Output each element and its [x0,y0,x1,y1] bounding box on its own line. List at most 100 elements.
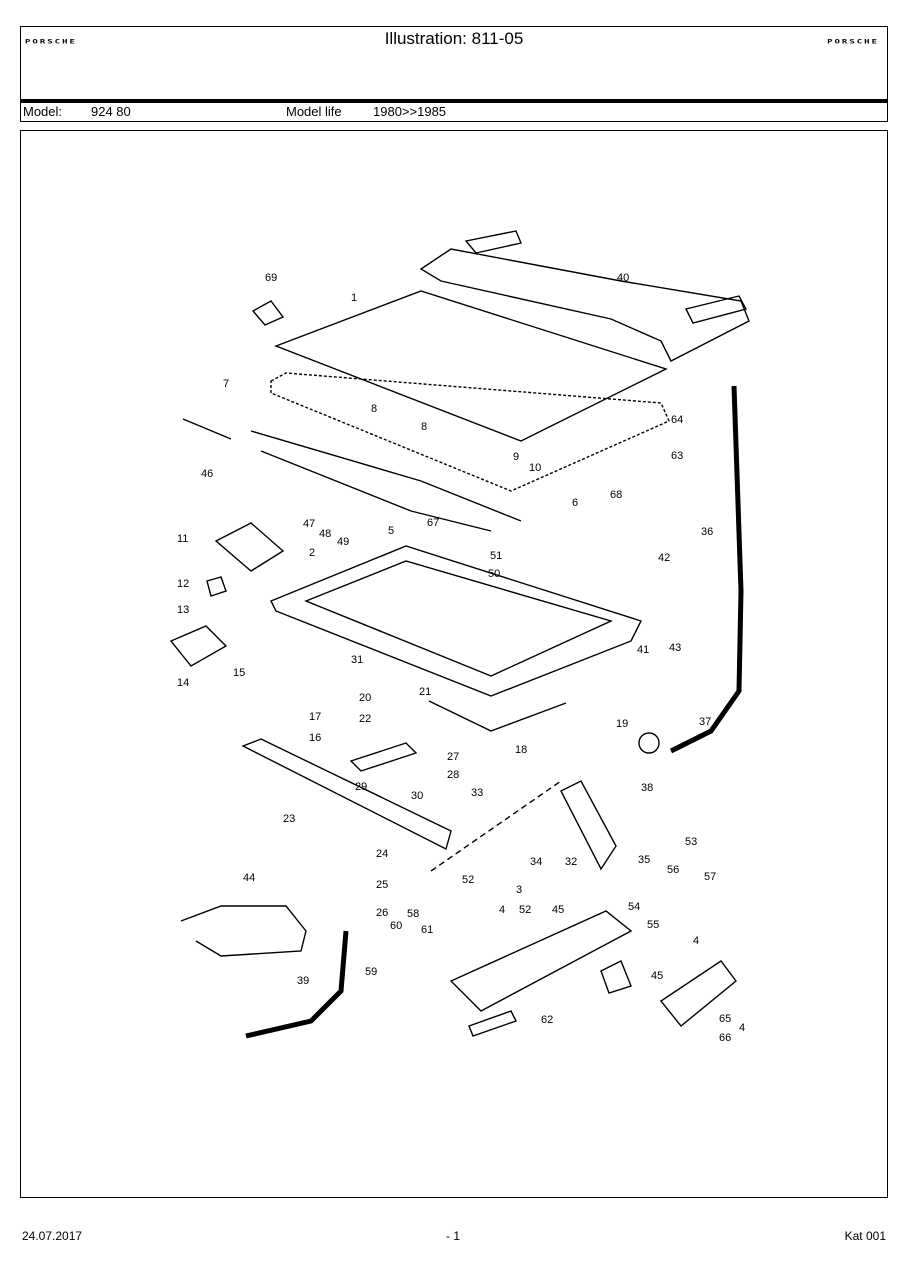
model-label: Model: [23,104,63,119]
part-shape-40-tab [464,230,522,254]
part-label: 57 [704,871,716,883]
part-label: 62 [541,1014,553,1026]
model-life-label: Model life [286,104,342,119]
part-label: 11 [177,533,188,545]
part-label: 45 [651,970,663,982]
part-shape-1 [274,290,668,442]
part-shape-12 [206,576,227,597]
part-label: 37 [699,716,711,728]
part-label: 66 [719,1032,731,1044]
model-bar: Model: 924 80 Model life 1980>>1985 [20,100,888,122]
part-shape-23 [241,738,452,851]
part-label: 9 [513,451,519,463]
part-label: 59 [365,966,377,978]
part-label: 35 [638,854,650,866]
part-label: 25 [376,879,388,891]
part-label: 22 [359,713,371,725]
part-shape-27 [349,742,418,772]
part-label: 44 [243,872,255,884]
part-label: 33 [471,787,483,799]
part-label: 65 [719,1013,731,1025]
part-label: 31 [351,654,363,666]
part-label: 17 [309,711,321,723]
footer-catalog: Kat 001 [844,1229,886,1243]
part-label: 4 [693,935,699,947]
part-label: 68 [610,489,622,501]
part-label: 45 [552,904,564,916]
part-label: 7 [223,378,229,390]
part-label: 46 [201,468,213,480]
part-shape-38 [638,732,660,754]
part-shape-dash [430,780,562,872]
footer-page: - 1 [446,1229,461,1243]
footer-date: 24.07.2017 [22,1229,83,1243]
part-shape-44 [180,905,307,957]
part-label: 64 [671,414,683,426]
part-shape-2-inner [304,560,613,677]
part-label: 42 [658,552,670,564]
part-label: 49 [337,536,349,548]
part-shape-4 [659,960,737,1027]
diagram-frame: 1 2 3 4 4 4 5 6 7 8 8 9 10 11 12 13 14 1… [20,130,888,1198]
part-label: 8 [421,421,427,433]
porsche-logo-left: PORSCHE [25,38,77,46]
part-label: 63 [671,450,683,462]
part-label: 40 [617,272,629,284]
part-shape-69 [251,300,285,326]
part-label: 26 [376,907,388,919]
part-shape-3 [449,910,633,1012]
part-label: 2 [309,547,315,559]
part-label: 52 [519,904,531,916]
page-title: Illustration: 811-05 [384,29,524,48]
part-label: 54 [628,901,640,913]
part-label: 29 [355,781,367,793]
part-label: 23 [283,813,295,825]
part-label: 69 [265,272,277,284]
part-label: 67 [427,517,439,529]
part-label: 38 [641,782,653,794]
model-value: 924 80 [91,104,131,119]
part-shape-6 [270,372,670,492]
part-label: 12 [177,578,189,590]
part-label: 6 [572,497,578,509]
part-shape-62 [468,1010,517,1037]
part-shape-46 [182,418,232,440]
part-shape-32 [560,780,617,871]
part-shape-40-tab2 [684,295,748,324]
part-label: 41 [637,644,649,656]
part-label: 4 [499,904,505,916]
part-shape-2 [270,545,642,697]
part-shape-40 [419,248,750,362]
part-label: 1 [351,292,357,304]
part-label: 32 [565,856,577,868]
part-shape-rod2 [260,450,492,532]
part-label: 27 [447,751,459,763]
part-label: 60 [390,920,402,932]
part-label: 43 [669,642,681,654]
part-label: 3 [516,884,522,896]
part-label: 58 [407,908,419,920]
part-label: 19 [616,718,628,730]
part-label: 50 [488,568,500,580]
part-label: 10 [529,462,541,474]
part-label: 53 [685,836,697,848]
part-shape-14 [169,625,228,667]
part-label: 28 [447,769,459,781]
part-label: 4 [739,1022,745,1034]
part-shape-45 [600,960,632,994]
part-label: 52 [462,874,474,886]
model-life-value: 1980>>1985 [373,104,447,119]
part-label: 15 [233,667,245,679]
part-label: 18 [515,744,527,756]
part-shape-rod [250,430,522,522]
part-label: 56 [667,864,679,876]
part-shape-36-37 [669,385,744,754]
part-label: 47 [303,518,315,530]
part-shape-18 [428,700,567,732]
part-shape-11 [214,522,285,572]
porsche-logo-right: PORSCHE [827,38,879,46]
part-label: 55 [647,919,659,931]
part-label: 20 [359,692,371,704]
part-label: 39 [297,975,309,987]
part-label: 30 [411,790,423,802]
